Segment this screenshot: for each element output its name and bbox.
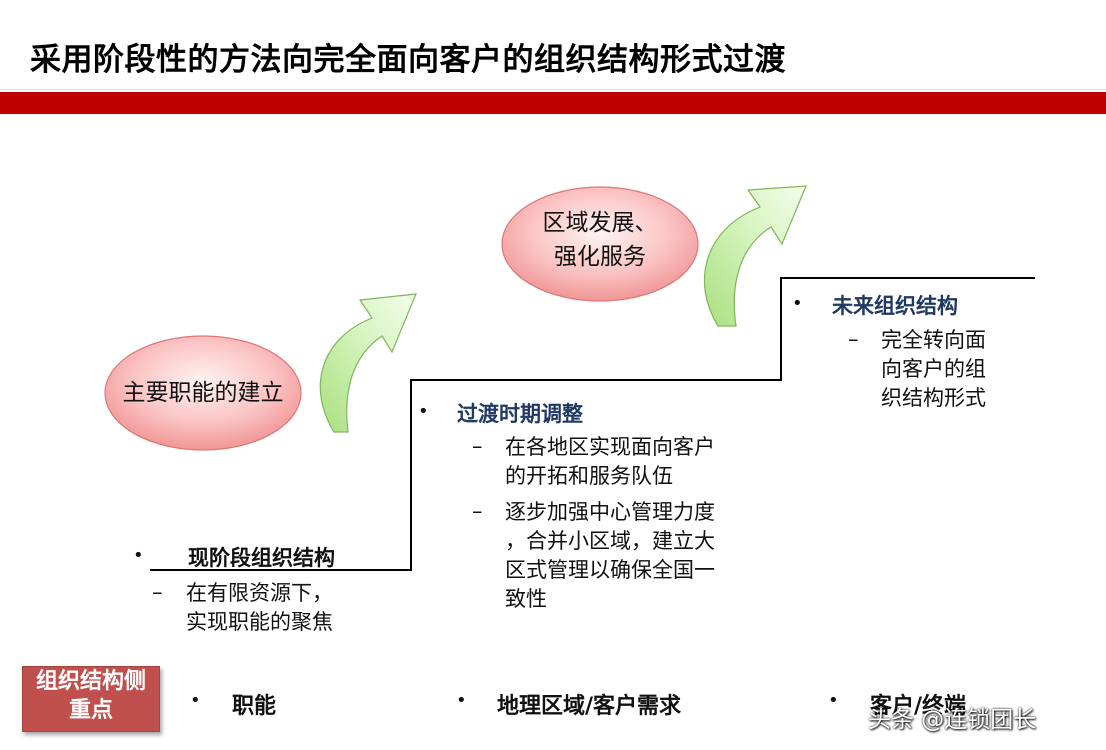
text-line: 向客户的组	[881, 357, 986, 381]
focus-item-geography: 地理区域/客户需求	[497, 694, 682, 719]
step-heading-current: 现阶段组织结构	[188, 546, 335, 570]
staircase-line	[150, 277, 1035, 571]
step-future-item-1: 完全转向面 向客户的组 织结构形式	[881, 326, 986, 413]
watermark: 头条 @连锁团长	[868, 707, 1037, 733]
bullet-dot: •	[456, 690, 467, 711]
page-title: 采用阶段性的方法向完全面向客户的组织结构形式过渡	[30, 42, 786, 78]
step-heading-future: 未来组织结构	[832, 294, 958, 318]
step-current-item-1: 在有限资源下， 实现职能的聚焦	[186, 579, 333, 637]
focus-label-line1: 组织结构侧	[35, 669, 146, 694]
focus-item-customer: 客户/终端	[870, 694, 967, 719]
stage-ellipse-2	[501, 186, 699, 302]
stage-ellipse-1	[104, 335, 302, 451]
stage-label-2: 区域发展、 强化服务	[502, 206, 698, 274]
dash-mark: –	[472, 499, 483, 523]
curved-arrow-1	[319, 293, 417, 433]
curved-arrow-2	[703, 185, 807, 327]
text-line: 区式管理以确保全国一	[505, 558, 715, 582]
text-line: 实现职能的聚焦	[186, 610, 333, 634]
text-line: 在各地区实现面向客户	[505, 435, 715, 459]
step-transition-item-1: 在各地区实现面向客户 的开拓和服务队伍	[505, 433, 715, 491]
step-transition-item-2: 逐步加强中心管理力度 ，合并小区域，建立大 区式管理以确保全国一 致性	[505, 498, 715, 614]
text-line: 在有限资源下，	[186, 581, 333, 605]
bullet-dot: •	[133, 545, 144, 566]
text-line: ，合并小区域，建立大	[505, 529, 715, 553]
text-line: 织结构形式	[881, 386, 986, 410]
dash-mark: –	[848, 327, 859, 351]
text-line: 完全转向面	[881, 328, 986, 352]
text-line: 致性	[505, 587, 547, 611]
step-heading-transition: 过渡时期调整	[457, 402, 583, 426]
bullet-dot: •	[418, 401, 429, 422]
dash-mark: –	[152, 580, 163, 604]
dash-mark: –	[472, 434, 483, 458]
title-underline-bar	[0, 89, 1106, 114]
focus-label-line2: 重点	[68, 698, 113, 723]
bullet-dot: •	[190, 690, 201, 711]
bullet-dot: •	[792, 293, 803, 314]
text-line: 的开拓和服务队伍	[505, 464, 673, 488]
focus-item-function: 职能	[232, 694, 277, 719]
focus-label-box: 组织结构侧 重点	[22, 666, 160, 732]
stage-label-2-line2: 强化服务	[554, 244, 646, 270]
stage-label-1: 主要职能的建立	[122, 380, 284, 406]
stage-label-2-line1: 区域发展、	[542, 210, 658, 236]
text-line: 逐步加强中心管理力度	[505, 500, 715, 524]
bullet-dot: •	[828, 690, 839, 711]
